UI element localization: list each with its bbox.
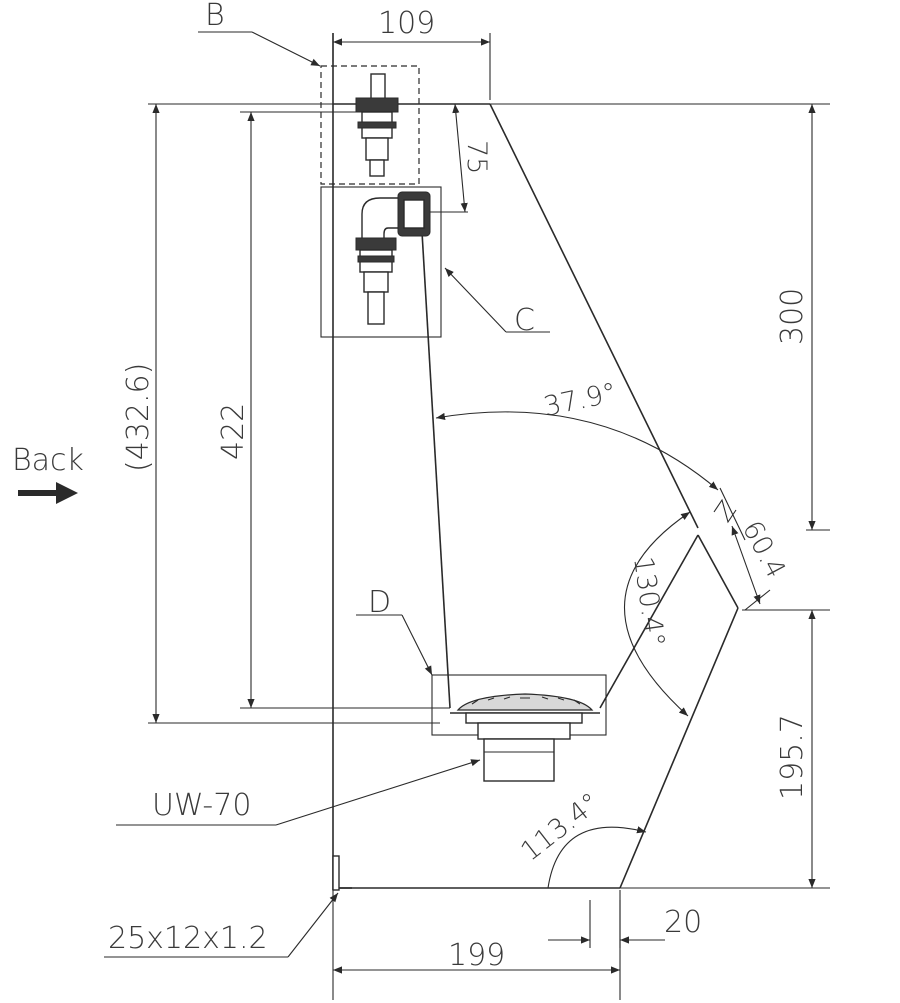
dim-113-4-deg: 113.4°	[515, 787, 606, 867]
label-back: Back	[12, 443, 84, 478]
drawing-labels: B 109 75 C 300 (432.6) 422 Back 37.9° 60…	[12, 0, 810, 973]
base-bracket	[332, 855, 352, 891]
dim-60-4: 60.4	[736, 516, 792, 584]
label-bracket-profile: 25x12x1.2	[108, 921, 268, 956]
label-b: B	[205, 0, 225, 33]
dim-130-4-deg: 130.4°	[627, 555, 670, 649]
dim-422: 422	[216, 403, 251, 460]
dim-75: 75	[461, 140, 492, 174]
dim-20: 20	[664, 905, 702, 940]
dimension-lines	[148, 33, 830, 1000]
dim-195-7: 195.7	[775, 714, 810, 800]
dim-432-6: (432.6)	[121, 363, 156, 472]
label-c: C	[514, 303, 535, 338]
back-direction-arrow	[18, 482, 78, 504]
dim-300: 300	[775, 288, 810, 345]
label-uw-70: UW-70	[152, 788, 251, 823]
dim-37-9-deg: 37.9°	[541, 377, 619, 423]
dim-199: 199	[448, 938, 505, 973]
detail-b-inlet-fitting	[320, 65, 462, 185]
leader-lines	[104, 31, 550, 958]
urinal-body-outline	[332, 33, 739, 890]
dim-109: 109	[378, 6, 435, 41]
detail-c-elbow-fitting	[320, 186, 468, 338]
detail-d-drain	[431, 674, 607, 782]
label-d: D	[368, 585, 391, 620]
